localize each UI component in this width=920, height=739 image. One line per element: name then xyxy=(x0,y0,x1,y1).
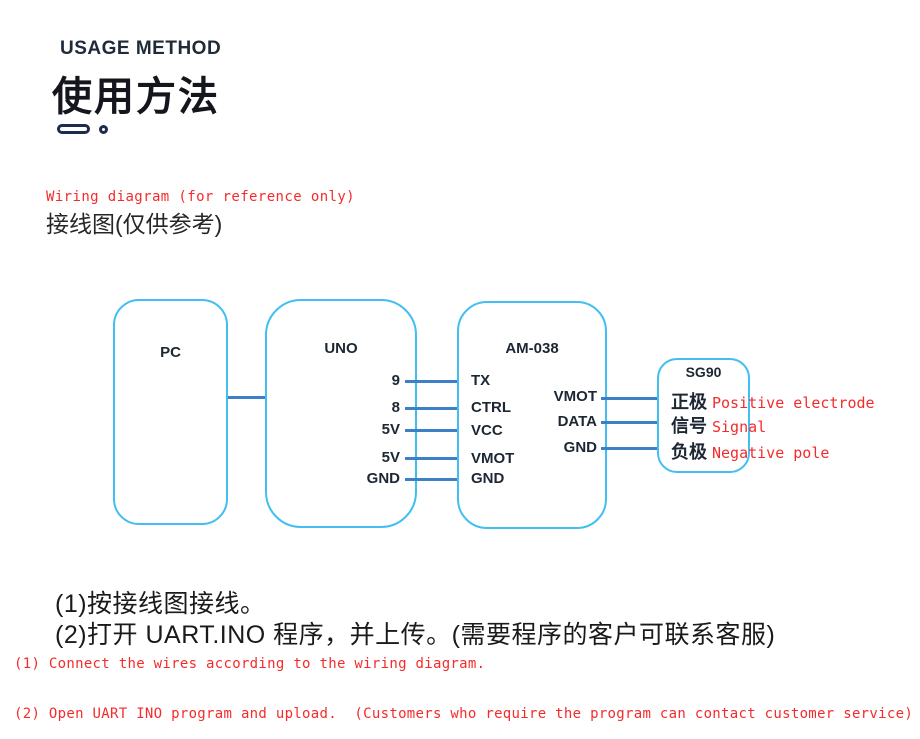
sg90-pin-label-zh: 信号 xyxy=(671,416,707,436)
instruction-zh-1: (1)按接线图接线。 xyxy=(55,590,266,618)
sg90-pin-row: 信号 Signal xyxy=(671,412,766,438)
sg90-pin-row: 正极 Positive electrode xyxy=(671,388,875,414)
sg90-pin-label-en: Signal xyxy=(712,418,767,436)
instruction-en-1: (1) Connect the wires according to the w… xyxy=(14,656,486,672)
uno-pin-label: 5V xyxy=(381,449,400,466)
am038-left-pin-label: VMOT xyxy=(471,450,515,467)
underline-pill-icon xyxy=(57,124,90,134)
page-title: 使用方法 xyxy=(52,75,220,119)
uno-pin-label: 8 xyxy=(391,399,400,416)
am038-left-pin-label: VCC xyxy=(471,422,503,439)
am038-right-pin-label: GND xyxy=(563,439,597,456)
wire-am038-sg90 xyxy=(601,421,672,424)
uno-pin-label: 5V xyxy=(381,421,400,438)
uno-box-title: UNO xyxy=(324,340,358,357)
wire-uno-am038 xyxy=(405,429,470,432)
pc-box-title: PC xyxy=(160,344,181,361)
sg90-pin-label-zh: 正极 xyxy=(671,392,707,412)
instruction-en-2: (2) Open UART INO program and upload. (C… xyxy=(14,706,914,722)
uno-pin-label: 9 xyxy=(391,372,400,389)
am038-left-pin-label: CTRL xyxy=(471,399,511,416)
am038-box xyxy=(457,301,607,529)
wire-uno-am038 xyxy=(405,380,470,383)
am038-left-pin-label: TX xyxy=(471,372,491,389)
am038-right-pin-label: VMOT xyxy=(553,388,597,405)
uno-box xyxy=(265,299,417,528)
am038-right-pin-label: DATA xyxy=(557,413,597,430)
sg90-pin-label-en: Negative pole xyxy=(712,444,830,462)
wire-uno-am038 xyxy=(405,407,470,410)
am038-box-title: AM-038 xyxy=(505,340,559,357)
pc-box xyxy=(113,299,228,525)
wiring-diagram-label-zh: 接线图(仅供参考) xyxy=(46,211,223,237)
sg90-pin-row: 负极 Negative pole xyxy=(671,438,829,464)
wire-am038-sg90 xyxy=(601,447,672,450)
sg90-pin-label-zh: 负极 xyxy=(671,442,707,462)
wire-uno-am038 xyxy=(405,457,470,460)
sg90-box xyxy=(657,358,750,473)
wire-uno-am038 xyxy=(405,478,470,481)
sg90-pin-label-en: Positive electrode xyxy=(712,394,875,412)
usage-method-label: USAGE METHOD xyxy=(60,38,222,59)
instruction-zh-2: (2)打开 UART.INO 程序，并上传。(需要程序的客户可联系客服) xyxy=(55,621,776,649)
sg90-box-title: SG90 xyxy=(685,364,722,380)
wire-am038-sg90 xyxy=(601,397,672,400)
underline-dot-icon xyxy=(99,125,108,134)
wiring-diagram-label-en: Wiring diagram (for reference only) xyxy=(46,189,356,205)
wire-pc-uno xyxy=(228,396,265,399)
am038-left-pin-label: GND xyxy=(471,470,505,487)
uno-pin-label: GND xyxy=(366,470,400,487)
